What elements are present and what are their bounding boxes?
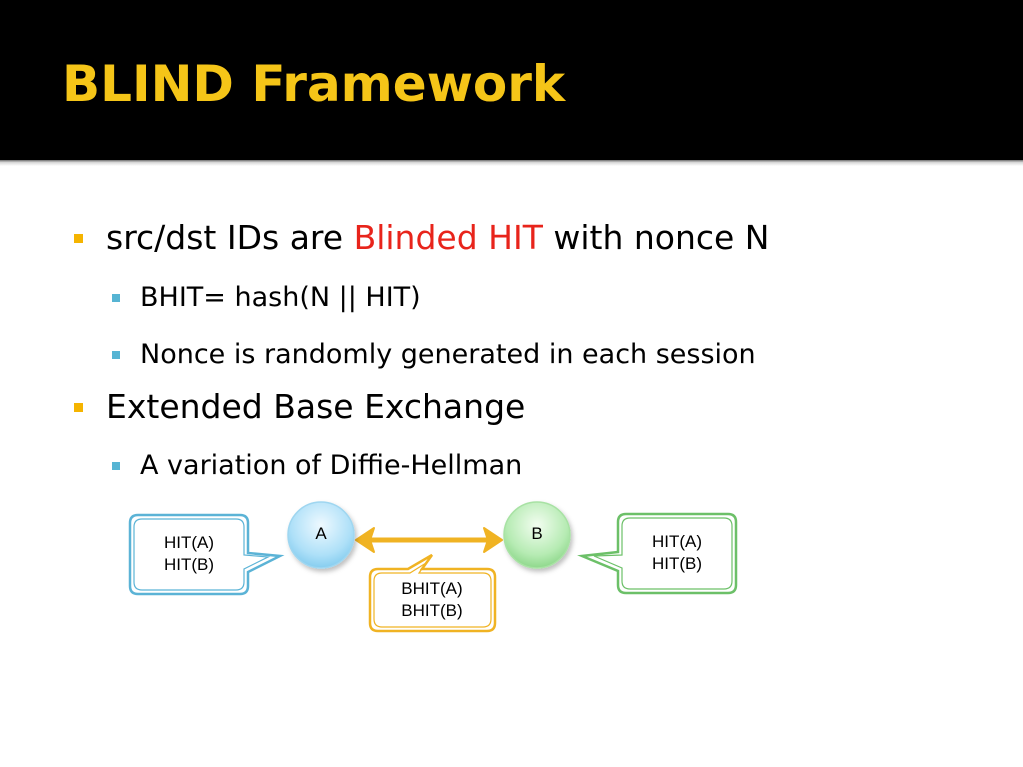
bullet-nonce: Nonce is randomly generated in each sess…: [140, 339, 756, 370]
double-arrow-icon: [355, 527, 503, 553]
node-a: A: [287, 501, 355, 569]
bullet-text: with nonce N: [542, 218, 770, 257]
bullet-src-dst-ids: src/dst IDs are Blinded HIT with nonce N: [106, 218, 770, 258]
bullet-extended-base-exchange: Extended Base Exchange: [106, 387, 526, 426]
center-box-line2: BHIT(B): [401, 601, 462, 620]
left-callout-box: HIT(A) HIT(B): [128, 513, 285, 596]
bullet-square-icon: [74, 403, 83, 412]
title-divider: [0, 160, 1023, 166]
node-b: B: [503, 501, 571, 569]
center-box-line1: BHIT(A): [401, 579, 462, 598]
node-b-label: B: [531, 524, 542, 543]
slide-title: BLIND Framework: [62, 55, 566, 113]
title-bar: [0, 0, 1023, 160]
center-callout-box: BHIT(A) BHIT(B): [368, 553, 497, 633]
sub-bullet-square-icon: [112, 351, 120, 359]
bullet-bhit-hash: BHIT= hash(N || HIT): [140, 282, 421, 313]
left-box-line2: HIT(B): [164, 555, 214, 574]
sub-bullet-square-icon: [112, 462, 120, 470]
bullet-text: src/dst IDs are: [106, 218, 354, 257]
right-box-line2: HIT(B): [652, 554, 702, 573]
bullet-square-icon: [74, 234, 83, 243]
right-box-line1: HIT(A): [652, 532, 702, 551]
sub-bullet-square-icon: [112, 294, 120, 302]
right-callout-box: HIT(A) HIT(B): [577, 512, 738, 595]
bullet-diffie-hellman: A variation of Diffie-Hellman: [140, 450, 523, 481]
left-box-line1: HIT(A): [164, 533, 214, 552]
highlight-blinded-hit: Blinded HIT: [353, 218, 543, 257]
node-a-label: A: [315, 524, 327, 543]
